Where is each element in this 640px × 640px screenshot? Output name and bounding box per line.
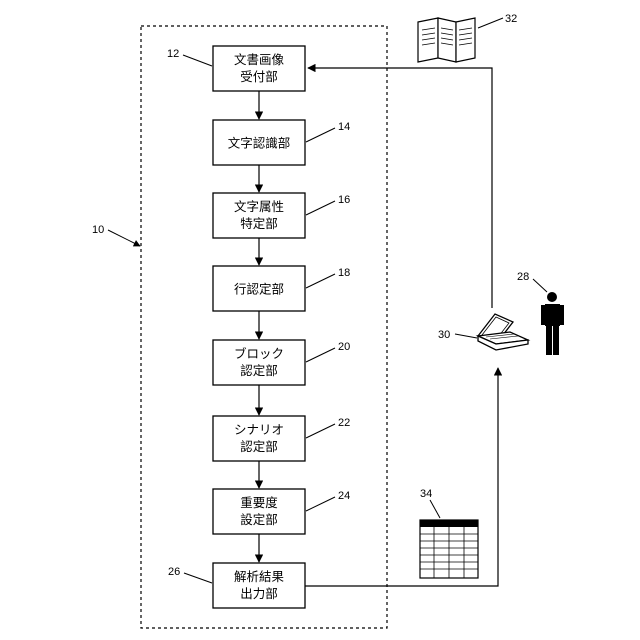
- block-character-attribute-unit: 文字属性特定部 16: [213, 193, 350, 238]
- laptop-to-receiver-line: [308, 68, 492, 308]
- block-block-identification-unit: ブロック認定部 20: [213, 340, 350, 385]
- table-icon: [420, 520, 478, 578]
- block-label-line: 行認定部: [234, 282, 284, 297]
- block-scenario-identification-unit: シナリオ認定部 22: [213, 416, 350, 461]
- block-ref-label: 22: [338, 417, 350, 429]
- block-importance-setting-unit: 重要度設定部 24: [213, 489, 350, 534]
- block-label-line: 特定部: [240, 216, 278, 231]
- block-ref-label: 24: [338, 490, 350, 502]
- block-line-identification-unit: 行認定部 18: [213, 266, 350, 311]
- system-boundary: [141, 26, 387, 628]
- system-ref-label: 10: [92, 224, 104, 236]
- block-label-line: 設定部: [240, 512, 278, 527]
- laptop-ref-label: 30: [438, 329, 450, 341]
- block-ref-leader: [306, 348, 335, 362]
- document-icon: [418, 18, 475, 62]
- processing-blocks: 文書画像受付部 12 文字認識部 14 文字属性特定部 16 行認定部 18 ブロック認定部 20…: [167, 46, 350, 608]
- user-ref-label: 28: [517, 271, 529, 283]
- user-ref-leader: [533, 279, 547, 292]
- block-document-image-receiving-unit: 文書画像受付部 12: [167, 46, 305, 91]
- table-ref-leader: [430, 500, 440, 518]
- block-ref-leader: [306, 424, 335, 438]
- block-label-line: 受付部: [240, 69, 278, 84]
- block-label-line: 文字認識部: [228, 136, 291, 151]
- document-ref-leader: [478, 18, 503, 28]
- block-label-line: 認定部: [240, 439, 278, 454]
- block-ref-label: 20: [338, 341, 350, 353]
- block-ref-leader: [183, 55, 212, 66]
- block-ref-label: 12: [167, 48, 179, 60]
- block-label-line: 文書画像: [234, 52, 285, 67]
- block-label-line: ブロック: [234, 346, 284, 361]
- system-ref-leader: [108, 230, 140, 246]
- block-label-line: 解析結果: [234, 569, 285, 584]
- block-ref-leader: [306, 128, 335, 142]
- block-ref-label: 16: [338, 194, 350, 206]
- block-label-line: 認定部: [240, 363, 278, 378]
- block-character-recognition-unit: 文字認識部 14: [213, 120, 350, 165]
- block-label-line: 重要度: [240, 495, 278, 510]
- block-analysis-output-unit: 解析結果出力部 26: [168, 563, 305, 608]
- block-ref-leader: [184, 573, 212, 583]
- document-ref-label: 32: [505, 13, 517, 25]
- user-icon: [541, 292, 564, 355]
- block-ref-label: 26: [168, 566, 180, 578]
- block-ref-leader: [306, 274, 335, 288]
- block-ref-leader: [306, 201, 335, 215]
- block-ref-label: 18: [338, 267, 350, 279]
- block-label-line: 出力部: [240, 586, 278, 601]
- block-ref-label: 14: [338, 121, 350, 133]
- block-ref-leader: [306, 497, 335, 511]
- block-label-line: シナリオ: [234, 422, 284, 437]
- block-label-line: 文字属性: [234, 199, 284, 214]
- laptop-ref-leader: [455, 334, 477, 338]
- table-ref-label: 34: [420, 488, 432, 500]
- laptop-icon: [478, 314, 528, 350]
